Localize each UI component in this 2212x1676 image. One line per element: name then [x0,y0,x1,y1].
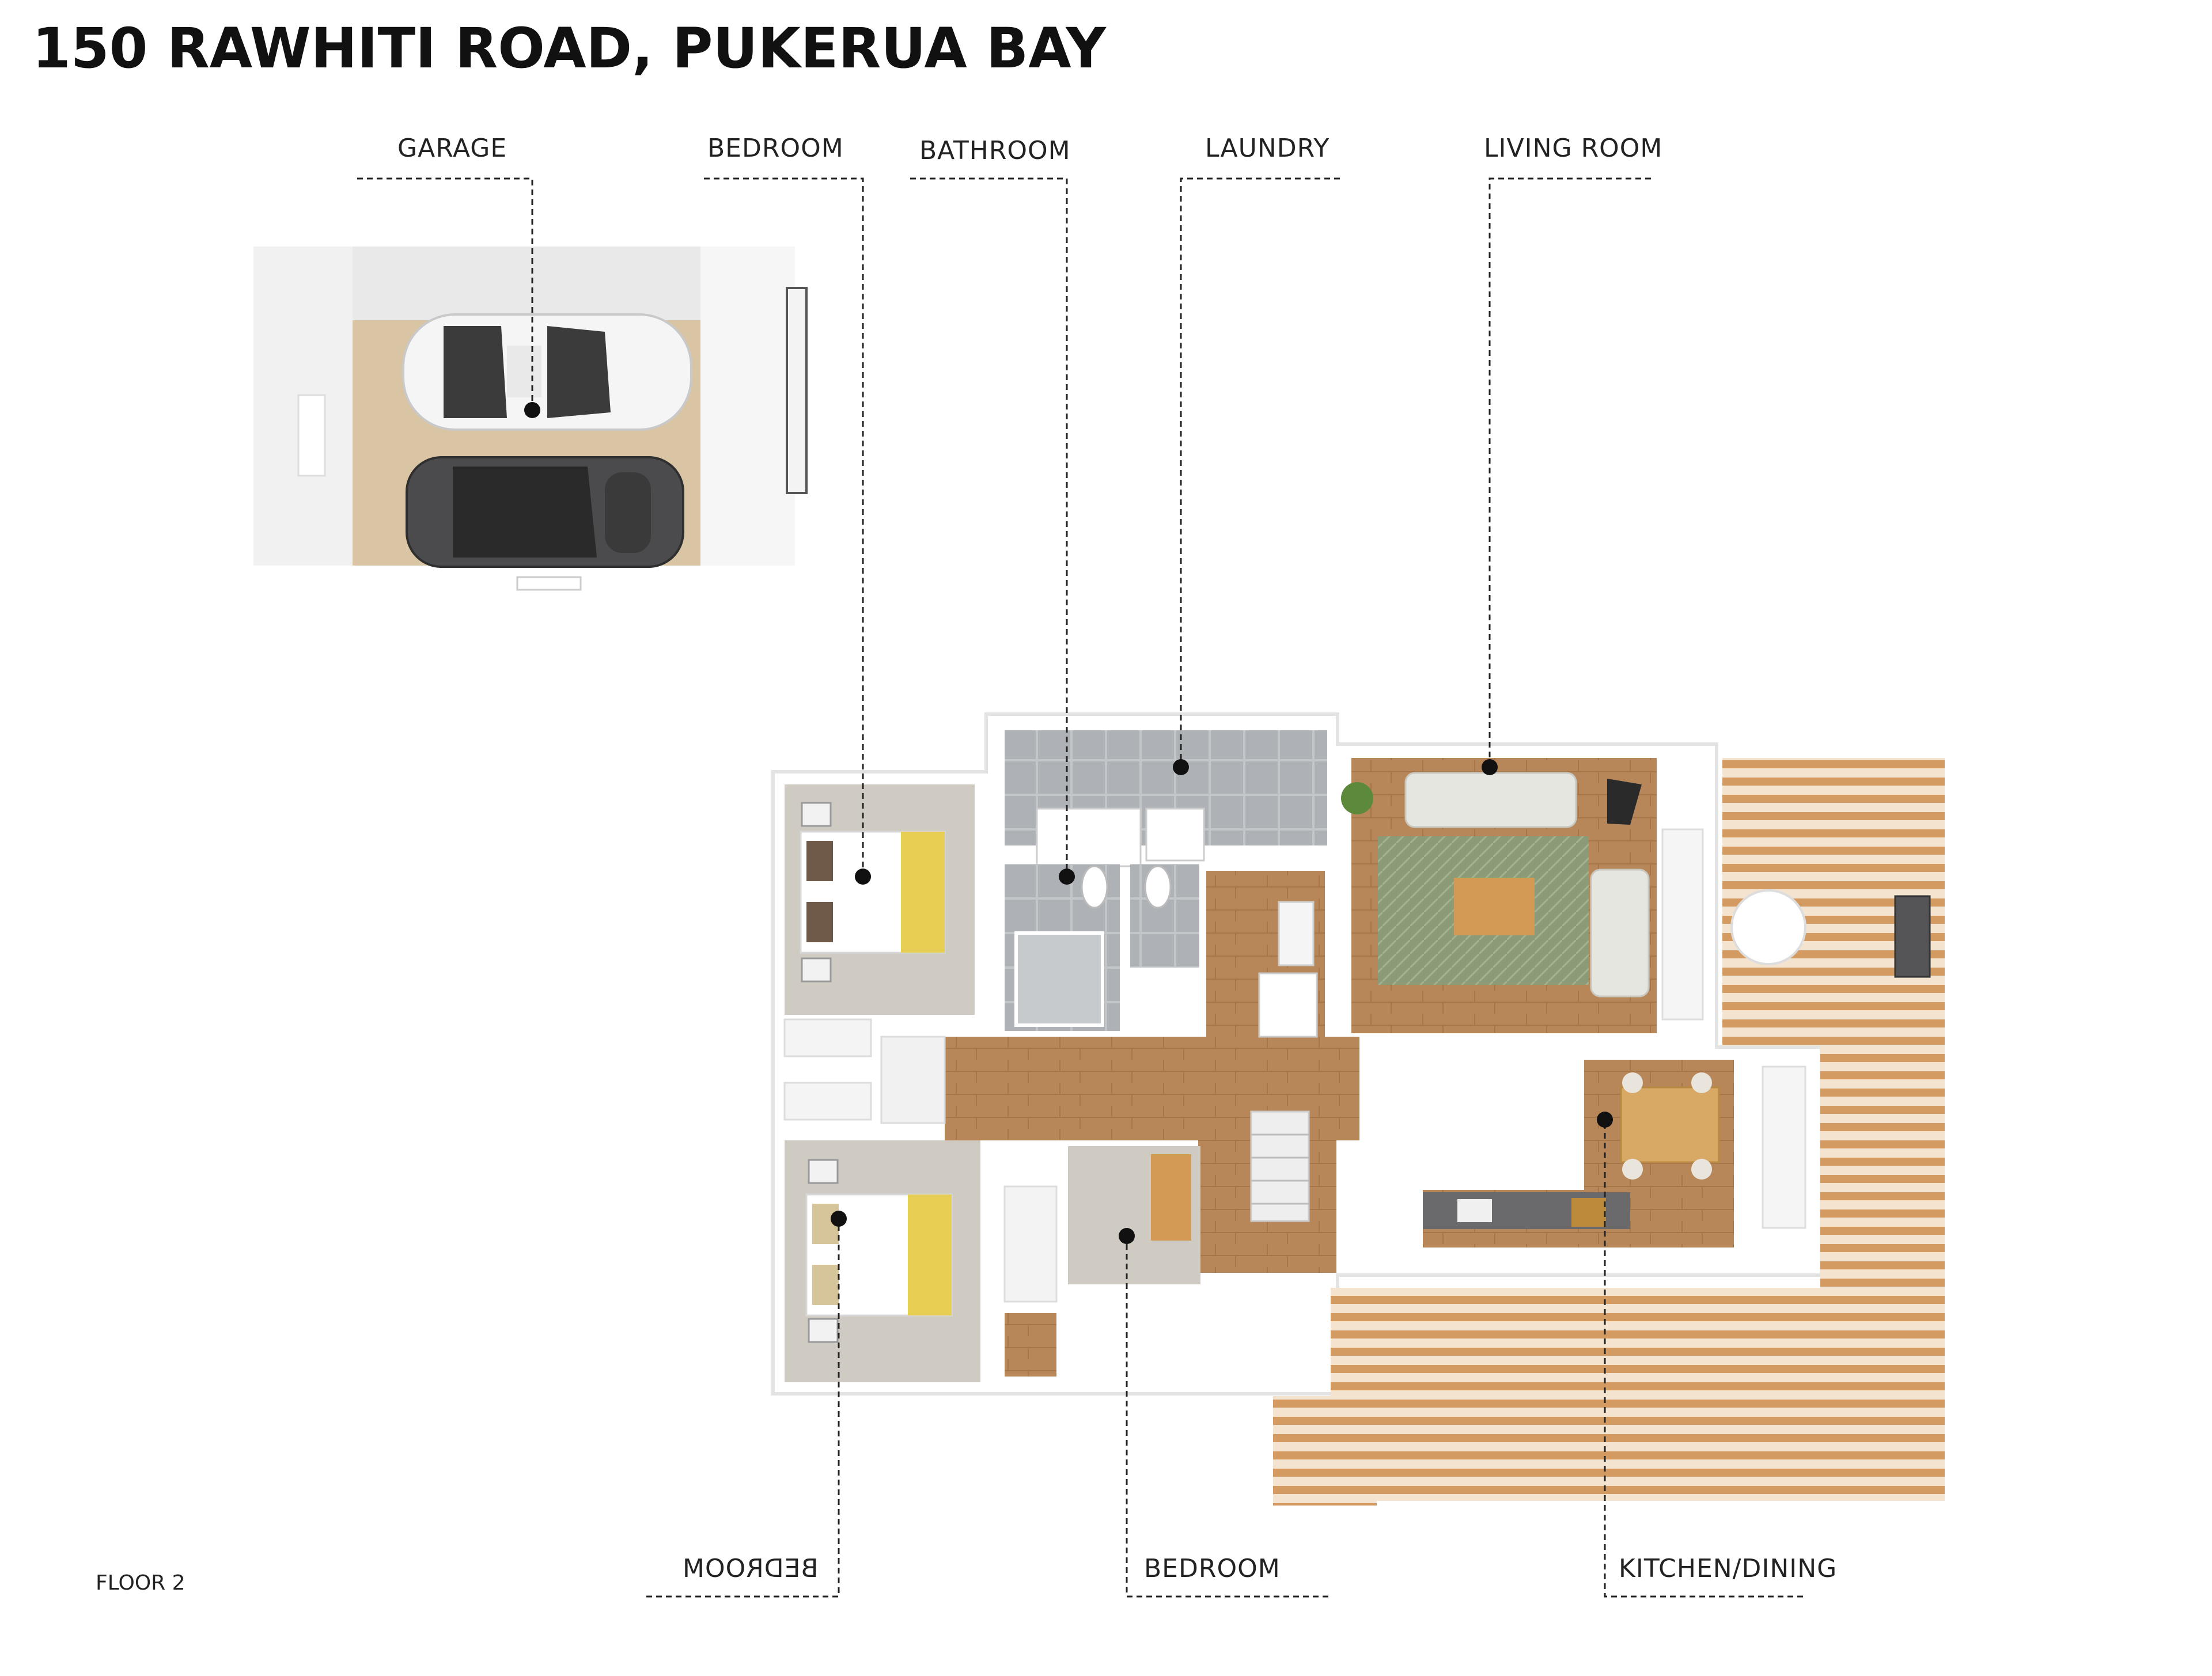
dark-car-icon [406,456,684,568]
sofa-top-icon [1404,772,1577,828]
plant-icon [1341,782,1373,814]
coffee-table [1454,878,1535,935]
page-title: 150 RAWHITI ROAD, PUKERUA BAY [32,16,1106,81]
deck [1273,758,1945,1506]
floor-label: FLOOR 2 [96,1571,185,1595]
house [771,712,1823,1396]
bbq-icon [1894,895,1931,978]
label-bedroom-bottom-mid: BEDROOM [1144,1554,1281,1583]
label-bathroom: BATHROOM [919,136,1071,165]
label-bedroom-top: BEDROOM [707,134,844,163]
stairs-icon [1250,1110,1310,1222]
dining-table-icon [1620,1086,1720,1163]
garage [253,247,808,605]
leader-dots [524,402,1613,1244]
outdoor-table-icon [1730,889,1806,965]
label-garage: GARAGE [397,134,507,163]
label-laundry: LAUNDRY [1205,134,1330,163]
label-living-room: LIVING ROOM [1484,134,1663,163]
label-kitchen-dining: KITCHEN/DINING [1619,1554,1838,1583]
fireplace-icon [1607,779,1642,825]
white-car-icon [402,313,692,431]
leader-lines [357,177,1803,1598]
sofa-side-icon [1590,869,1650,998]
